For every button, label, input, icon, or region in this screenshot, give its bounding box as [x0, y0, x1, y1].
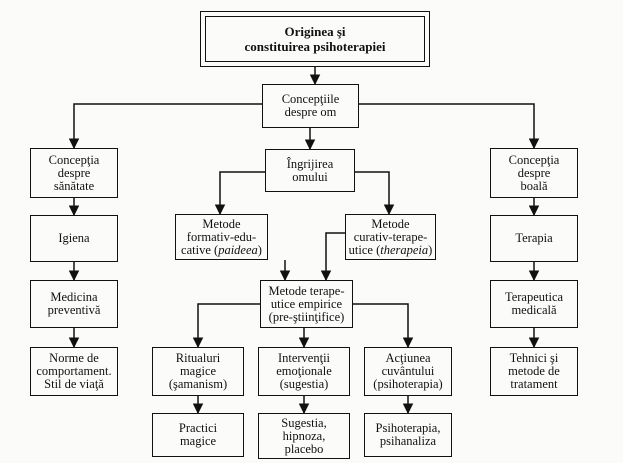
node-metode-terapeutice-empirice: Metode terape- utice empirice (pre-ştiin… [260, 280, 353, 328]
node-actiunea-cuvantului: Acţiunea cuvântului (psihoterapia) [364, 347, 452, 396]
title-line-1: Originea şi [284, 24, 346, 39]
node-text: psihanaliza [379, 434, 437, 448]
node-text-suffix: ) [428, 242, 433, 257]
node-text: Psihoterapia, [375, 421, 441, 435]
node-text: Stil de viaţă [44, 377, 104, 391]
node-text: emoţionale [276, 364, 332, 378]
node-text: Tehnici şi [509, 351, 559, 365]
node-conceptiile-despre-om: Concepţiile despre om [262, 84, 359, 128]
node-ritualuri-magice: Ritualuri magice (şamanism) [152, 347, 244, 396]
node-tehnici-si-metode: Tehnici şi metode de tratament [490, 347, 578, 396]
node-terapia: Terapia [490, 215, 578, 262]
node-sugestia-hipnoza-placebo: Sugestia, hipnoza, placebo [258, 413, 350, 459]
node-text: despre [57, 165, 91, 180]
node-text-suffix: ) [257, 242, 262, 257]
node-psihoterapia-psihanaliza: Psihoterapia, psihanaliza [364, 413, 452, 457]
node-text: Intervenţii [277, 351, 331, 365]
node-text-italic: therapeia [380, 242, 429, 257]
node-text: Îngrijirea [286, 156, 334, 171]
node-text: Terapia [515, 231, 553, 245]
node-text: despre [517, 165, 551, 180]
node-igiena: Igiena [30, 215, 118, 262]
node-metode-curativ-terapeutice: Metode curativ-terape- utice (therapeia) [345, 214, 436, 260]
node-text: Sugestia, [281, 415, 327, 430]
node-text: curativ-terape- [353, 229, 428, 244]
node-norme-de-comportament: Norme de comportament. Stil de viaţă [30, 347, 118, 396]
node-text: Acţiunea [385, 351, 431, 365]
node-practici-magice: Practici magice [152, 413, 244, 457]
node-text-prefix: utice ( [348, 242, 381, 257]
node-text: placebo [284, 441, 324, 456]
node-interventii-emotionale: Intervenţii emoţionale (sugestia) [258, 347, 350, 396]
node-text-prefix: cative ( [181, 242, 219, 257]
node-ingrijirea-omului: Îngrijirea omului [265, 149, 355, 192]
node-text: (sugestia) [279, 377, 329, 391]
node-metode-formativ-educative: Metode formativ-edu- cative (paideea) [175, 214, 268, 260]
node-text: Concepţia [48, 152, 100, 167]
node-text: Practici [178, 421, 218, 435]
node-text: (pre-ştiinţifice) [268, 309, 345, 324]
node-text: despre om [284, 105, 337, 119]
node-conceptia-despre-sanatate: Concepţia despre sănătate [30, 148, 118, 198]
node-text: Ritualuri [175, 351, 221, 365]
node-text-italic: paideea [218, 242, 258, 257]
node-text: magice [179, 364, 217, 378]
node-terapeutica-medicala: Terapeutica medicală [490, 280, 578, 328]
node-text: magice [179, 434, 217, 448]
node-text: Metode [371, 216, 410, 231]
node-text: Igiena [58, 231, 90, 245]
node-text: utice (therapeia) [348, 242, 433, 257]
node-text: tratament [510, 377, 558, 391]
title-box: Originea şi constituirea psihoterapiei [200, 11, 430, 67]
node-text: medicală [511, 303, 557, 317]
node-text: metode de [508, 364, 560, 378]
node-text: omului [292, 169, 328, 184]
node-text: Medicina [50, 290, 98, 304]
node-text: Norme de [49, 351, 99, 365]
title-inner-box: Originea şi constituirea psihoterapiei [205, 16, 425, 62]
node-text: Concepţiile [281, 92, 340, 106]
title-line-2: constituirea psihoterapiei [244, 39, 386, 54]
node-text: (psihoterapia) [373, 377, 443, 391]
node-medicina-preventiva: Medicina preventivă [30, 280, 118, 328]
node-text: preventivă [47, 303, 101, 317]
node-conceptia-despre-boala: Concepţia despre boală [490, 148, 578, 198]
node-text: comportament. [36, 364, 112, 378]
node-text: cative (paideea) [181, 242, 262, 257]
node-text: hipnoza, [282, 428, 326, 443]
node-text: utice empirice [270, 296, 343, 311]
node-text: sănătate [53, 178, 95, 193]
node-text: Metode terape- [268, 283, 345, 298]
node-text: (şamanism) [168, 377, 228, 391]
node-text: cuvântului [381, 364, 435, 378]
node-text: Terapeutica [504, 290, 564, 304]
node-text: Metode [202, 216, 241, 231]
node-text: Concepţia [508, 152, 560, 167]
node-text: formativ-edu- [186, 229, 257, 244]
node-text: boală [520, 178, 548, 193]
